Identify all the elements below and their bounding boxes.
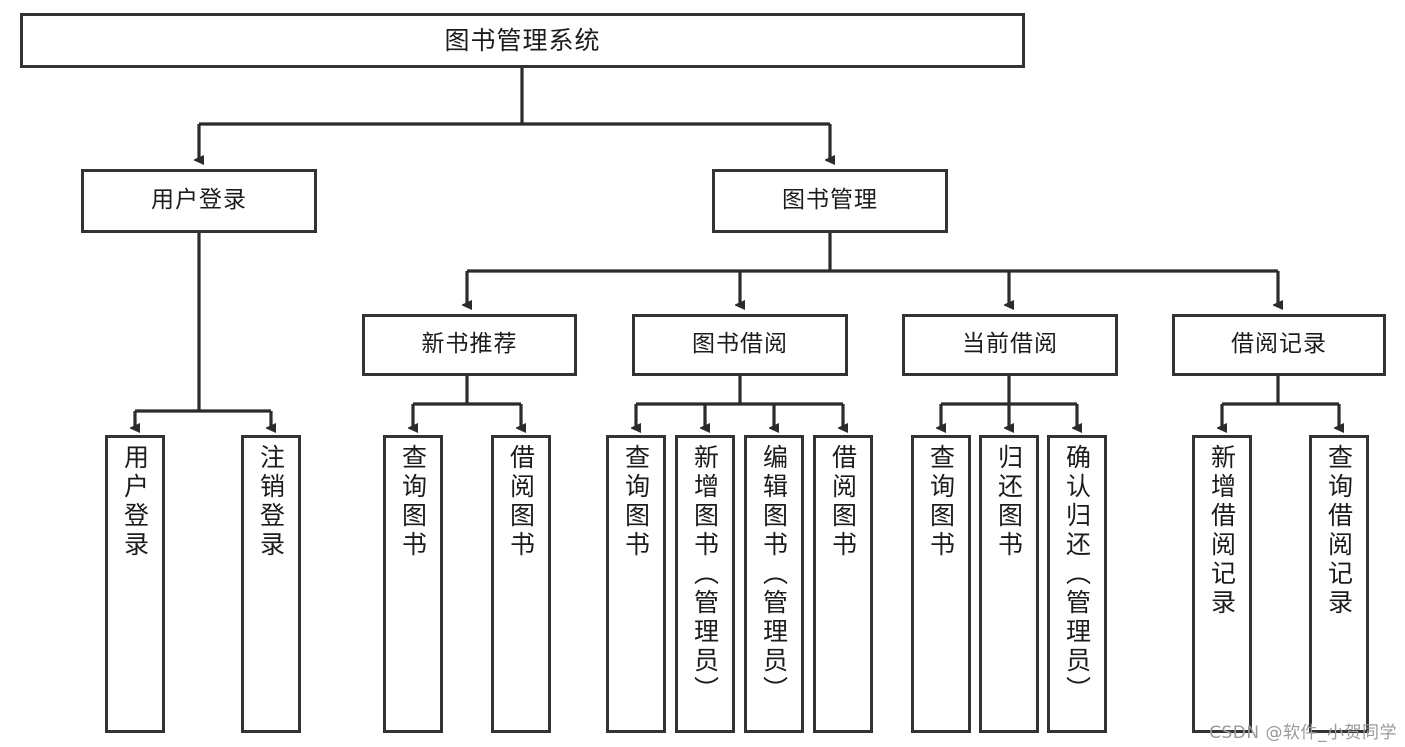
node-label: 图书管理系统 [444,25,601,55]
node-label: 查询图书 [926,444,956,560]
node-label: 注销登录 [256,444,286,560]
node-label: 查询借阅记录 [1324,444,1354,618]
node-borrow-record[interactable]: 借阅记录 [1172,314,1386,376]
leaf-query-book-1[interactable]: 查询图书 [383,435,443,733]
leaf-add-record[interactable]: 新增借阅记录 [1192,435,1252,733]
node-label: 新增借阅记录 [1207,444,1237,618]
node-label: 借阅图书 [828,444,858,560]
node-label: 新书推荐 [421,331,518,358]
leaf-query-book-3[interactable]: 查询图书 [911,435,971,733]
node-book-manage[interactable]: 图书管理 [712,169,948,233]
leaf-borrow-book-2[interactable]: 借阅图书 [813,435,873,733]
leaf-logout[interactable]: 注销登录 [241,435,301,733]
node-new-book-rec[interactable]: 新书推荐 [362,314,577,376]
leaf-borrow-book-1[interactable]: 借阅图书 [491,435,551,733]
node-label: 用户登录 [151,187,247,214]
node-label: 确认归还（管理员） [1062,444,1092,705]
node-label: 当前借阅 [962,331,1058,358]
node-user-login[interactable]: 用户登录 [81,169,317,233]
node-label: 归还图书 [994,444,1024,560]
leaf-edit-book[interactable]: 编辑图书（管理员） [744,435,804,733]
watermark: CSDN @软件_小贺同学 [1209,723,1397,743]
leaf-confirm-return[interactable]: 确认归还（管理员） [1047,435,1107,733]
leaf-add-book[interactable]: 新增图书（管理员） [675,435,735,733]
node-book-borrow[interactable]: 图书借阅 [632,314,848,376]
node-label: 新增图书（管理员） [690,444,720,705]
node-current-borrow[interactable]: 当前借阅 [902,314,1118,376]
node-label: 编辑图书（管理员） [759,444,789,705]
leaf-user-login[interactable]: 用户登录 [105,435,165,733]
node-label: 借阅记录 [1231,331,1327,358]
node-label: 查询图书 [398,444,428,560]
node-root[interactable]: 图书管理系统 [20,13,1025,68]
leaf-return-book[interactable]: 归还图书 [979,435,1039,733]
leaf-query-record[interactable]: 查询借阅记录 [1309,435,1369,733]
leaf-query-book-2[interactable]: 查询图书 [606,435,666,733]
node-label: 图书借阅 [692,331,788,358]
node-label: 用户登录 [120,444,150,560]
node-label: 借阅图书 [506,444,536,560]
node-label: 图书管理 [782,187,878,214]
node-label: 查询图书 [621,444,651,560]
